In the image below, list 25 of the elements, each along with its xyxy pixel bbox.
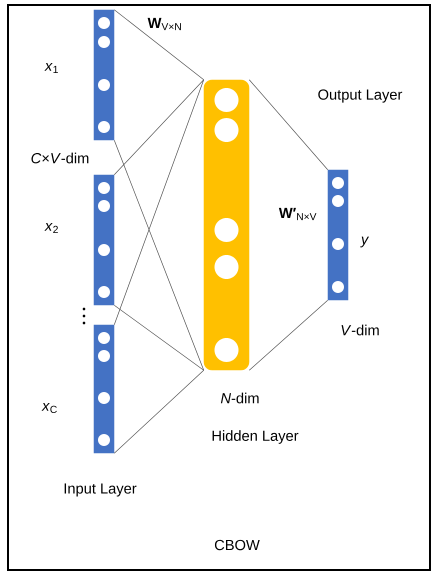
layer-label: Output Layer: [318, 89, 402, 103]
layer-label: x$_{1}$: [44, 63, 58, 73]
connection-line: [114, 79, 204, 176]
diagram-title: CBOW: [214, 540, 260, 550]
layer-label: Input Layer: [64, 483, 136, 497]
connection-line: [248, 79, 328, 170]
layer-label: y: [360, 236, 370, 248]
hidden-layer-column: [204, 80, 250, 370]
input-vector-column: [94, 10, 114, 140]
layer-label: W′$_{N×V}$: [278, 208, 316, 220]
layer-label: x$_{C}$: [42, 403, 57, 414]
layer-label: C×V-dim: [31, 152, 88, 164]
input-vector-column: [94, 324, 114, 454]
connection-line: [114, 304, 204, 371]
input-vector-column: [94, 174, 114, 306]
layer-label: W$_{V×N}$: [148, 18, 181, 30]
connection-line: [114, 370, 204, 454]
connection-line: [248, 300, 328, 371]
layer-label: Hidden Layer: [212, 430, 298, 444]
layer-label: N-dim: [220, 392, 259, 404]
connection-line: [114, 79, 204, 326]
layer-label: x$_{2}$: [44, 223, 58, 233]
output-vector-column: [328, 170, 348, 300]
layer-label: V-dim: [342, 324, 379, 336]
connection-line: [114, 140, 204, 371]
